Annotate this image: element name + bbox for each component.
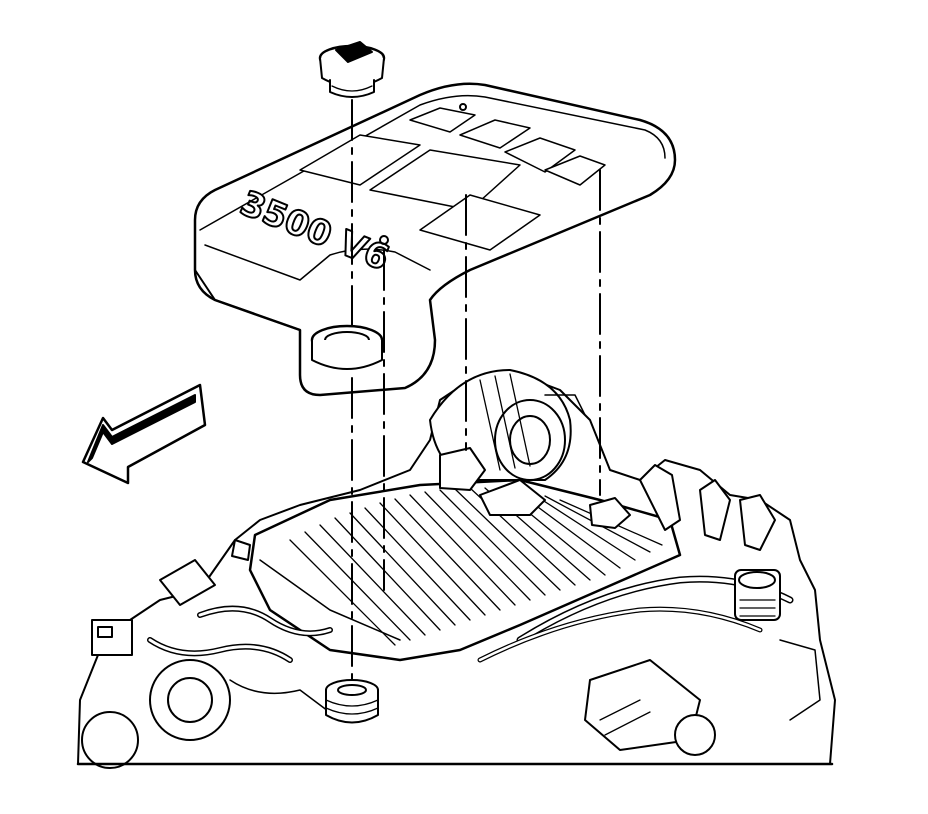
oil-fill-tube bbox=[325, 679, 379, 724]
ignition-coils bbox=[439, 447, 631, 529]
left-hoses bbox=[81, 539, 341, 769]
right-hoses bbox=[477, 464, 821, 756]
engine-cover: 3500 V6 bbox=[193, 82, 677, 397]
oil-fill-cap bbox=[318, 41, 386, 98]
direction-arrow bbox=[81, 383, 207, 485]
engine-assembly bbox=[76, 369, 836, 769]
assembly-centerlines bbox=[351, 99, 601, 686]
